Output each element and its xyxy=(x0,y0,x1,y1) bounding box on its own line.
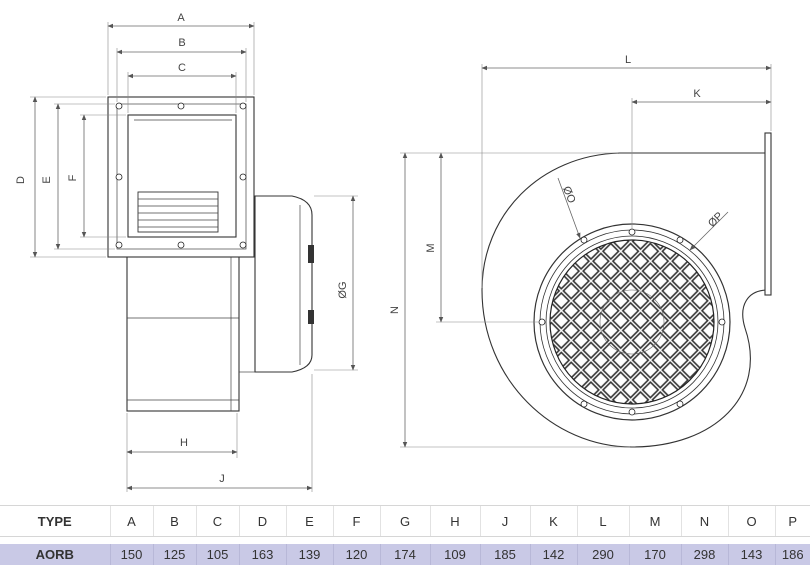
cell-b: 125 xyxy=(152,544,196,565)
header-m: M xyxy=(628,505,681,537)
cell-c: 105 xyxy=(195,544,239,565)
header-p: P xyxy=(774,505,810,537)
dim-label-g: ØG xyxy=(337,281,349,298)
header-h: H xyxy=(429,505,480,537)
cell-p: 186 xyxy=(774,544,810,565)
cell-type: AORB xyxy=(0,544,110,565)
impeller-blades xyxy=(137,191,219,233)
header-f: F xyxy=(332,505,380,537)
cell-f: 120 xyxy=(332,544,380,565)
cell-a: 150 xyxy=(109,544,153,565)
dim-label-j: J xyxy=(219,473,225,485)
cell-e: 139 xyxy=(285,544,333,565)
header-e: E xyxy=(285,505,333,537)
header-d: D xyxy=(238,505,286,537)
side-view: L K N M ØO ØP xyxy=(389,54,772,448)
header-g: G xyxy=(379,505,430,537)
cell-g: 174 xyxy=(379,544,430,565)
cell-n: 298 xyxy=(680,544,728,565)
dimension-table: TYPE A B C D E F G H J K L M N O P AORB … xyxy=(0,505,810,565)
header-l: L xyxy=(576,505,629,537)
technical-drawing: A B C D E F ØG H xyxy=(15,12,772,492)
front-view: A B C D E F ØG H xyxy=(15,12,358,492)
inlet-grille-mesh xyxy=(550,240,714,404)
header-b: B xyxy=(152,505,196,537)
cell-l: 290 xyxy=(576,544,629,565)
dim-label-f: F xyxy=(67,174,79,181)
table-header-row: TYPE A B C D E F G H J K L M N O P xyxy=(0,505,810,537)
header-k: K xyxy=(529,505,577,537)
dim-label-l: L xyxy=(625,54,631,66)
table-row: AORB 150 125 105 163 139 120 174 109 185… xyxy=(0,544,810,565)
header-c: C xyxy=(195,505,239,537)
cell-d: 163 xyxy=(238,544,286,565)
dim-label-d: D xyxy=(15,176,27,184)
side-outlet-flange xyxy=(764,132,772,296)
dim-label-m: M xyxy=(425,243,437,252)
motor-body xyxy=(254,195,313,373)
cell-h: 109 xyxy=(429,544,480,565)
header-o: O xyxy=(727,505,775,537)
fan-housing-front xyxy=(126,255,240,412)
cell-j: 185 xyxy=(479,544,530,565)
header-type: TYPE xyxy=(0,505,110,537)
header-n: N xyxy=(680,505,728,537)
header-j: J xyxy=(479,505,530,537)
dim-label-n: N xyxy=(389,306,401,314)
flange-bolt-holes xyxy=(115,102,247,249)
dim-label-e: E xyxy=(41,176,53,183)
dim-label-a: A xyxy=(177,12,185,24)
dim-label-b: B xyxy=(178,37,185,49)
cell-k: 142 xyxy=(529,544,577,565)
dim-label-h: H xyxy=(180,437,188,449)
dim-label-k: K xyxy=(693,88,701,100)
header-a: A xyxy=(109,505,153,537)
dim-label-c: C xyxy=(178,62,186,74)
cell-m: 170 xyxy=(628,544,681,565)
cell-o: 143 xyxy=(727,544,775,565)
